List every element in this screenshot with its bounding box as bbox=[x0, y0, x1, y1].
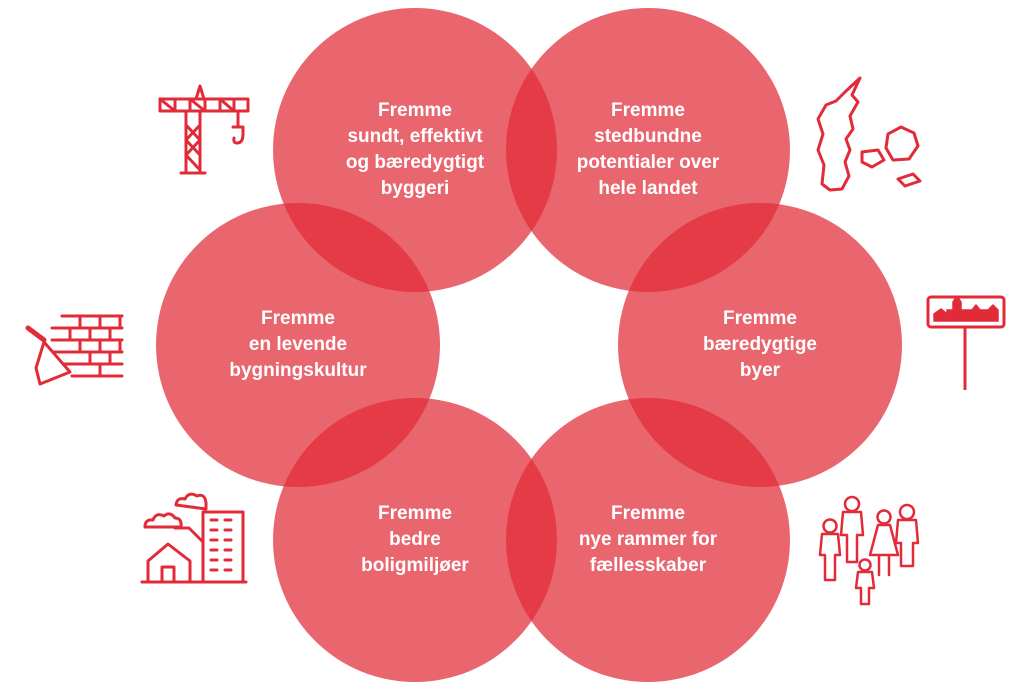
goal-label-line: sundt, effektivt bbox=[347, 126, 483, 147]
town-sign-icon bbox=[926, 295, 1006, 390]
houses-apartments-icon bbox=[140, 492, 248, 584]
goal-label-line: fællesskaber bbox=[589, 555, 707, 576]
goal-label-line: nye rammer for bbox=[578, 529, 718, 550]
denmark-map-icon bbox=[816, 76, 922, 192]
goal-label-line: Fremme bbox=[261, 308, 335, 329]
construction-crane-icon bbox=[158, 84, 250, 175]
people-group-icon bbox=[818, 495, 920, 606]
goal-label: Fremme bedre boligmiljøer bbox=[305, 501, 525, 579]
goal-label: Fremme sundt, effektivt og bæredygtigt bygg… bbox=[305, 98, 525, 202]
goal-label-line: byggeri bbox=[380, 178, 450, 199]
goal-label-line: en levende bbox=[248, 334, 348, 355]
goal-label-line: hele landet bbox=[598, 178, 698, 199]
goal-label-line: og bæredygtigt bbox=[345, 152, 485, 173]
goal-label-line: bedre bbox=[389, 529, 441, 550]
goal-label-line: potentialer over bbox=[576, 152, 720, 173]
goal-label-line: bygningskultur bbox=[229, 360, 367, 381]
goal-label-line: Fremme bbox=[723, 308, 797, 329]
goal-circle bbox=[506, 398, 790, 682]
goal-label-line: Fremme bbox=[378, 503, 452, 524]
goal-label-line: bæredygtige bbox=[702, 334, 818, 355]
goal-label: Fremme en levende bygningskultur bbox=[188, 306, 408, 384]
goal-circle bbox=[156, 203, 440, 487]
brick-wall-trowel-icon bbox=[25, 314, 124, 386]
goal-label-line: byer bbox=[739, 360, 781, 381]
goal-label: Fremme nye rammer for fællesskaber bbox=[538, 501, 758, 579]
goal-label-line: stedbundne bbox=[594, 126, 702, 147]
goal-label-line: boligmiljøer bbox=[361, 555, 469, 576]
goal-label: Fremme stedbundne potentialer over hele lan… bbox=[538, 98, 758, 202]
goal-label-line: Fremme bbox=[611, 100, 685, 121]
goal-label-line: Fremme bbox=[611, 503, 685, 524]
goal-label: Fremme bæredygtige byer bbox=[650, 306, 870, 384]
goal-label-line: Fremme bbox=[378, 100, 452, 121]
